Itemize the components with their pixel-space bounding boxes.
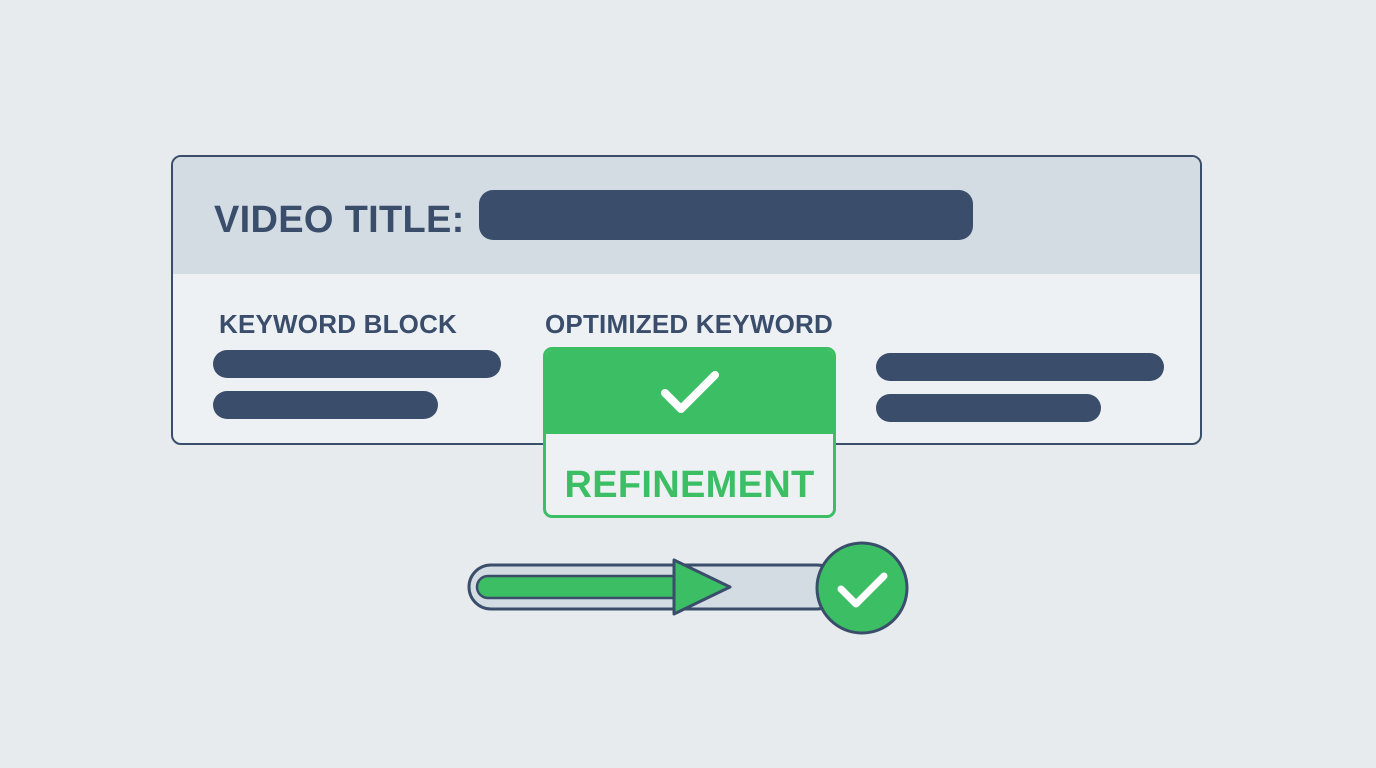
optimized-keyword-heading: OPTIMIZED KEYWORD xyxy=(545,309,833,339)
card-header: VIDEO TITLE: xyxy=(173,157,1200,274)
optimized-keyword-header xyxy=(546,350,833,434)
keyword-card: VIDEO TITLE: KEYWORD BLOCK OPTIMIZED KEY… xyxy=(171,155,1202,445)
keyword-block-line-2 xyxy=(213,391,438,419)
keyword-line-4 xyxy=(876,394,1101,422)
keyword-block-heading: KEYWORD BLOCK xyxy=(219,309,458,339)
video-title-label: VIDEO TITLE: xyxy=(214,199,465,241)
arrow-right-icon xyxy=(672,558,732,616)
refinement-label: REFINEMENT xyxy=(564,464,815,506)
checkmark-icon xyxy=(661,371,719,413)
checkmark-circle-icon xyxy=(815,541,909,635)
progress-track xyxy=(467,541,909,635)
optimized-keyword-box[interactable]: REFINEMENT xyxy=(543,347,836,518)
video-title-field[interactable] xyxy=(479,190,973,240)
keyword-block-line-1 xyxy=(213,350,501,378)
keyword-line-3 xyxy=(876,353,1164,381)
progress-fill xyxy=(475,574,691,600)
